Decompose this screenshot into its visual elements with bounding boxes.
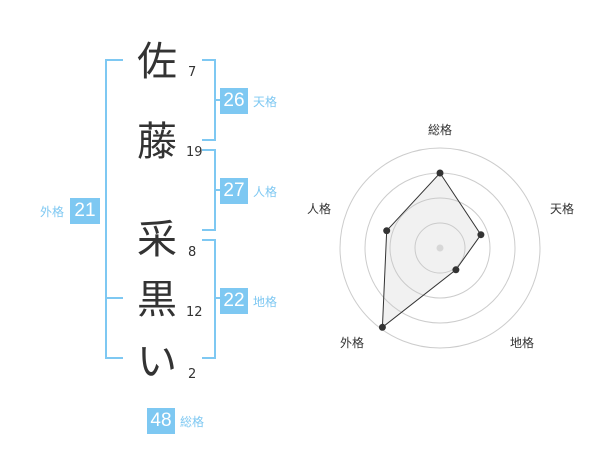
radar-center-dot — [436, 244, 444, 252]
radar-axis-label-jinkaku: 人格 — [307, 202, 332, 216]
radar-axis-label-soukaku: 総格 — [428, 123, 453, 137]
radar-ring-4 — [414, 222, 466, 274]
radar-ring-1 — [339, 147, 541, 349]
radar-point-2 — [477, 231, 485, 239]
radar-point-1 — [436, 169, 444, 177]
radar-point-3 — [452, 266, 460, 274]
stroke-count-3: 8 — [188, 245, 197, 260]
radar-point-4 — [378, 323, 386, 331]
radar-axis-label-gaikaku: 外格 — [340, 336, 365, 350]
name-char-1: 佐 — [137, 39, 177, 85]
radar-ring-3 — [389, 197, 491, 299]
stroke-count-1: 7 — [188, 65, 197, 80]
soukaku-label: 総格 — [180, 415, 205, 429]
name-char-4: 黒 — [137, 277, 177, 323]
radar-point-5 — [383, 227, 391, 235]
name-char-5: い — [137, 339, 177, 385]
gaikaku-value: 21 — [70, 198, 100, 224]
chikaku-value: 22 — [220, 288, 248, 314]
radar-axis-label-tenkaku: 天格 — [550, 202, 575, 216]
name-char-3: 采 — [137, 217, 177, 263]
stroke-count-4: 12 — [186, 305, 203, 320]
soukaku-value: 48 — [147, 408, 175, 434]
radar-shape — [378, 169, 485, 331]
tenkaku-label: 天格 — [253, 95, 278, 109]
radar-polygon — [381, 172, 482, 329]
jinkaku-label: 人格 — [253, 185, 278, 199]
tenkaku-value: 26 — [220, 88, 248, 114]
name-char-2: 藤 — [137, 119, 177, 165]
stroke-count-2: 19 — [186, 145, 203, 160]
stroke-count-5: 2 — [188, 367, 197, 382]
jinkaku-value: 27 — [220, 178, 248, 204]
gaikaku-label: 外格 — [40, 205, 65, 219]
chikaku-label: 地格 — [253, 295, 278, 309]
radar-axis-label-chikaku: 地格 — [510, 336, 535, 350]
